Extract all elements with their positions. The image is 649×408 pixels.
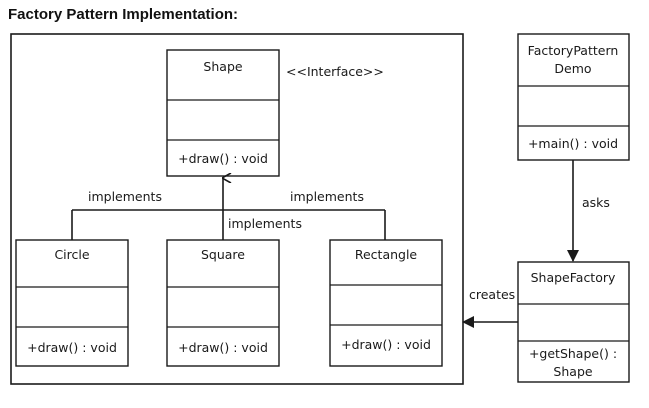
class-rectangle: Rectangle +draw() : void [329, 239, 443, 367]
class-factory-name: ShapeFactory [531, 270, 616, 285]
page-title: Factory Pattern Implementation: [8, 6, 239, 23]
class-square-method: +draw() : void [178, 340, 268, 355]
class-demo-method: +main() : void [528, 136, 618, 151]
asks-label: asks [582, 195, 610, 210]
class-shape-box [166, 49, 280, 177]
class-rectangle-method: +draw() : void [341, 337, 431, 352]
creates-label: creates [469, 287, 515, 302]
class-rectangle-name: Rectangle [355, 247, 418, 262]
class-shape-factory: ShapeFactory +getShape() : Shape [517, 261, 630, 383]
class-factory-pattern-demo: FactoryPattern Demo +main() : void [517, 33, 630, 161]
class-shape: Shape +draw() : void [166, 49, 280, 177]
class-circle: Circle +draw() : void [15, 239, 129, 367]
class-circle-box [15, 239, 129, 367]
class-square-name: Square [201, 247, 245, 262]
class-factory-method-line1: +getShape() : [529, 346, 617, 361]
class-demo-name-line1: FactoryPattern [528, 43, 619, 58]
class-shape-method: +draw() : void [178, 151, 268, 166]
class-demo-name-line2: Demo [554, 61, 591, 76]
class-shape-name: Shape [203, 59, 242, 74]
class-circle-method: +draw() : void [27, 340, 117, 355]
implements-right-label: implements [290, 189, 364, 204]
class-factory-box [517, 261, 630, 383]
shape-stereotype-label: <<Interface>> [286, 64, 384, 79]
class-circle-name: Circle [54, 247, 89, 262]
class-square-box [166, 239, 280, 367]
implements-left-label: implements [88, 189, 162, 204]
class-square: Square +draw() : void [166, 239, 280, 367]
implements-center-label: implements [228, 216, 302, 231]
class-rectangle-box [329, 239, 443, 367]
class-factory-method-line2: Shape [553, 364, 592, 379]
package-frame [10, 33, 464, 385]
